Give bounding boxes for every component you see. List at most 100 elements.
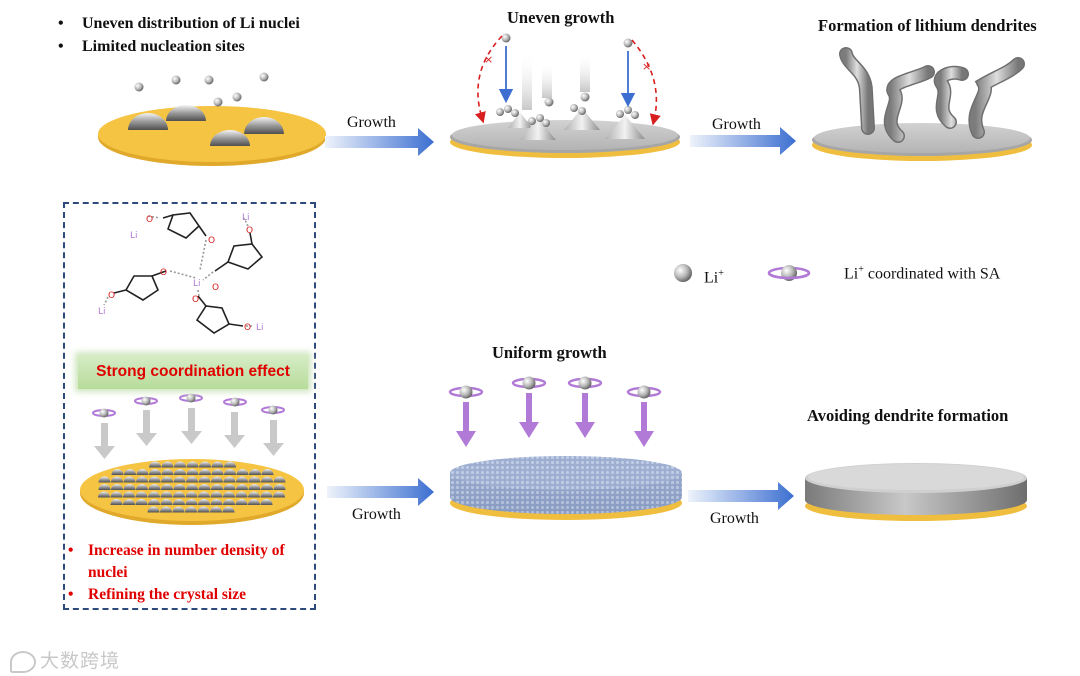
- dense-nuclei-disc: [80, 459, 304, 525]
- nucleus-dome: [124, 469, 136, 475]
- nucleus-dome: [223, 476, 236, 483]
- nucleus-dome: [223, 499, 235, 505]
- panel1-bullet-list: Uneven distribution of Li nuclei Limited…: [58, 12, 300, 58]
- grey-down-arrows: [94, 408, 284, 459]
- nucleus-dome: [173, 476, 186, 483]
- nucleus-dome: [261, 476, 273, 483]
- nucleus-dome: [236, 476, 248, 483]
- growth-label-top-right: Growth: [712, 116, 761, 133]
- title-formation-dendrites: Formation of lithium dendrites: [818, 16, 1037, 35]
- nucleus-dome: [199, 469, 211, 475]
- nucleus-dome: [148, 499, 160, 505]
- purple-down-arrows: [456, 393, 654, 447]
- growth-arrow-bottom-left: [327, 478, 434, 506]
- nucleus-dome: [110, 499, 123, 505]
- nucleus-dome: [185, 499, 198, 505]
- nucleus-dome: [198, 484, 211, 490]
- nucleus-dome: [148, 476, 161, 483]
- nucleus-dome: [211, 461, 224, 468]
- atom-li-label: Li: [130, 231, 138, 241]
- nucleus-dome: [210, 491, 223, 498]
- nucleus-dome: [236, 469, 249, 475]
- nucleus-dome: [123, 484, 136, 490]
- nucleus-dome: [110, 491, 123, 498]
- li-coordinated-sa-icon: [767, 265, 811, 281]
- nucleus-dome: [173, 491, 185, 498]
- growth-arrow-top-right: [690, 127, 796, 155]
- nucleus-dome: [160, 499, 173, 505]
- nucleus-dome: [186, 484, 198, 490]
- nucleus-dome: [224, 461, 237, 468]
- li-ion-sphere-icon: [674, 264, 692, 282]
- nucleus-dome: [260, 491, 273, 498]
- nucleus-dome: [210, 499, 223, 506]
- nucleus-dome: [98, 476, 111, 483]
- watermark: 大数跨境: [10, 646, 120, 673]
- molecule-atom-labels: Li O O Li O Li O O O Li O O Li: [98, 213, 264, 333]
- nucleus-dome: [198, 491, 210, 498]
- nucleus-dome: [273, 484, 286, 490]
- nucleus-dome: [148, 484, 161, 490]
- atom-o-label: O: [212, 283, 219, 293]
- nucleus-dome: [161, 484, 173, 490]
- atom-o-label: O: [160, 268, 167, 278]
- nucleus-dome: [186, 469, 199, 476]
- nucleus-dome: [147, 506, 160, 513]
- nucleus-dome: [174, 469, 186, 475]
- atom-o-label: O: [192, 295, 199, 305]
- nucleus-dome: [148, 491, 160, 498]
- growth-label-top-left: Growth: [347, 114, 396, 131]
- atom-li-label: Li: [193, 279, 201, 289]
- nucleus-dome: [249, 469, 261, 475]
- nucleus-dome: [185, 506, 197, 513]
- coordination-molecule: [103, 212, 264, 334]
- nucleus-dome: [260, 499, 273, 505]
- svg-text:×: ×: [642, 60, 651, 73]
- title-avoiding-dendrite: Avoiding dendrite formation: [807, 406, 1009, 425]
- panel4-disc: [450, 456, 682, 520]
- nucleus-dome: [123, 476, 136, 483]
- nucleus-dome: [235, 499, 248, 505]
- nucleus-dome: [211, 476, 223, 483]
- nucleus-dome: [111, 469, 124, 475]
- nucleus-dome: [211, 484, 223, 490]
- growth-label-bottom-right: Growth: [710, 510, 759, 527]
- nucleus-dome: [136, 469, 149, 475]
- bullet-uneven-distribution: Uneven distribution of Li nuclei: [58, 12, 300, 35]
- nucleus-dome: [135, 499, 148, 505]
- panel1-disc: [98, 72, 326, 166]
- title-uniform-growth: Uniform growth: [492, 343, 607, 362]
- nucleus-dome: [273, 476, 286, 483]
- nucleus-dome: [273, 491, 285, 498]
- panel3-disc: [812, 47, 1032, 161]
- coordination-banner: Strong coordination effect: [78, 355, 308, 389]
- atom-li-label: Li: [98, 307, 106, 317]
- nucleus-dome: [111, 484, 123, 490]
- panel5-disc: [805, 463, 1027, 521]
- nucleus-dome: [172, 506, 185, 513]
- nucleus-dome: [261, 484, 273, 490]
- coordinated-ions-row: [92, 393, 285, 418]
- svg-text:×: ×: [484, 53, 493, 66]
- atom-o-label: O: [246, 226, 253, 236]
- atom-o-label: O: [108, 291, 115, 301]
- nucleus-dome: [173, 499, 185, 505]
- nucleus-dome: [261, 469, 274, 475]
- coordination-effect-box: [63, 202, 316, 610]
- nucleus-dome: [111, 476, 123, 483]
- coordination-bullet-list: Increase in number density of nuclei Ref…: [68, 540, 318, 606]
- nucleus-dome: [198, 499, 210, 505]
- nucleus-dome: [98, 484, 111, 491]
- bullet-refining-size: Refining the crystal size: [68, 584, 318, 606]
- legend-graphics: [674, 264, 811, 282]
- watermark-logo-icon: [10, 650, 36, 673]
- nucleus-dome: [211, 469, 224, 475]
- nucleus-dome: [235, 491, 248, 498]
- nucleus-dome: [149, 469, 161, 475]
- nucleus-dome: [223, 491, 235, 498]
- growth-label-bottom-left: Growth: [352, 506, 401, 523]
- nucleus-dome: [198, 476, 211, 483]
- atom-li-label: Li: [242, 213, 250, 223]
- growth-arrow-bottom-right: [688, 482, 794, 510]
